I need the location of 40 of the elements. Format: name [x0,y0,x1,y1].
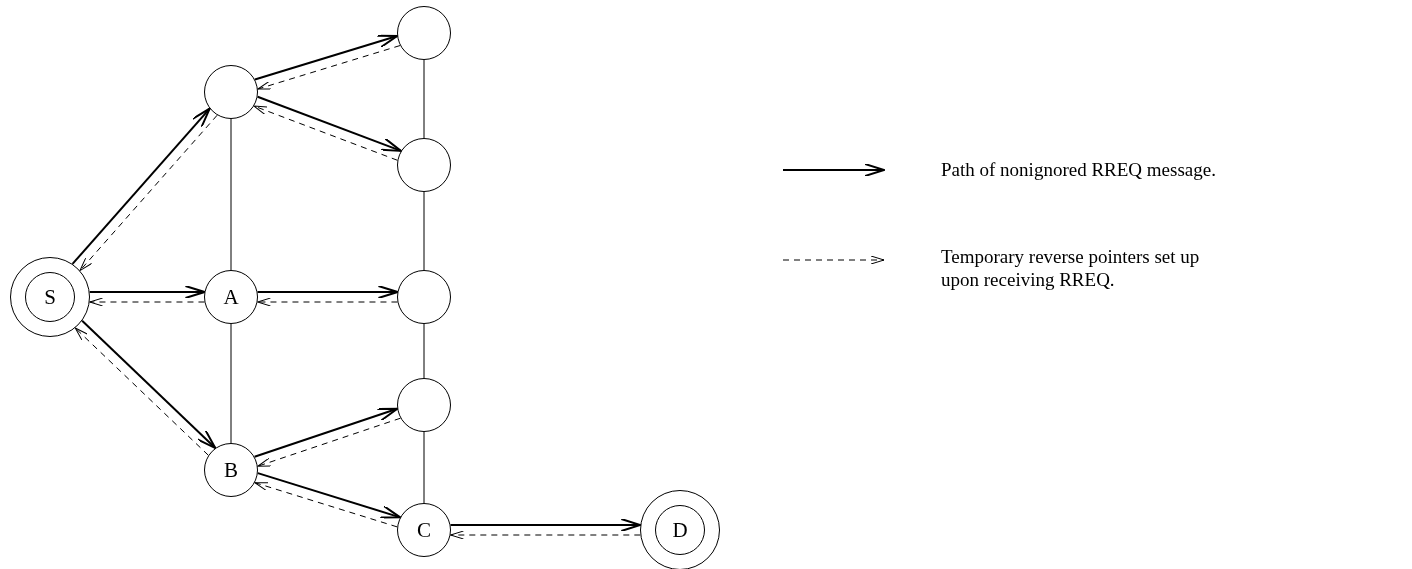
link-line [423,191,425,271]
arrow [257,417,401,467]
circle-node [397,6,451,60]
arrow [71,107,211,265]
arrow [256,285,399,299]
node-label: B [224,459,238,481]
circle-node [397,503,451,557]
link-line [230,118,232,271]
node-label: S [44,286,56,308]
circle-node [204,65,258,119]
link-line [423,59,425,139]
arrow [256,95,402,152]
node-label: D [672,519,688,541]
link-line [230,323,232,444]
arrow [257,45,401,90]
link-line [423,323,425,379]
arrow [257,297,398,307]
arrow [79,114,218,272]
node-label: A [223,286,239,308]
arrow [253,34,399,81]
legend-text: Path of nonignored RREQ message. [941,158,1217,181]
link-line [423,431,425,504]
double-circle-node [10,257,90,337]
arrow [81,319,217,450]
arrow [253,105,398,161]
arrow [74,327,209,456]
arrow [253,407,399,458]
circle-node [397,270,451,324]
circle-node [204,443,258,497]
arrow [89,297,205,307]
node-label: C [417,519,431,541]
circle-node [204,270,258,324]
arrow [450,530,641,540]
arrow [88,285,206,299]
circle-node [397,138,451,192]
circle-node [397,378,451,432]
legend-text: Temporary reverse pointers set up upon receiving RREQ. [941,245,1201,291]
arrow [449,518,642,532]
arrow [254,482,398,528]
arrow [256,472,402,519]
